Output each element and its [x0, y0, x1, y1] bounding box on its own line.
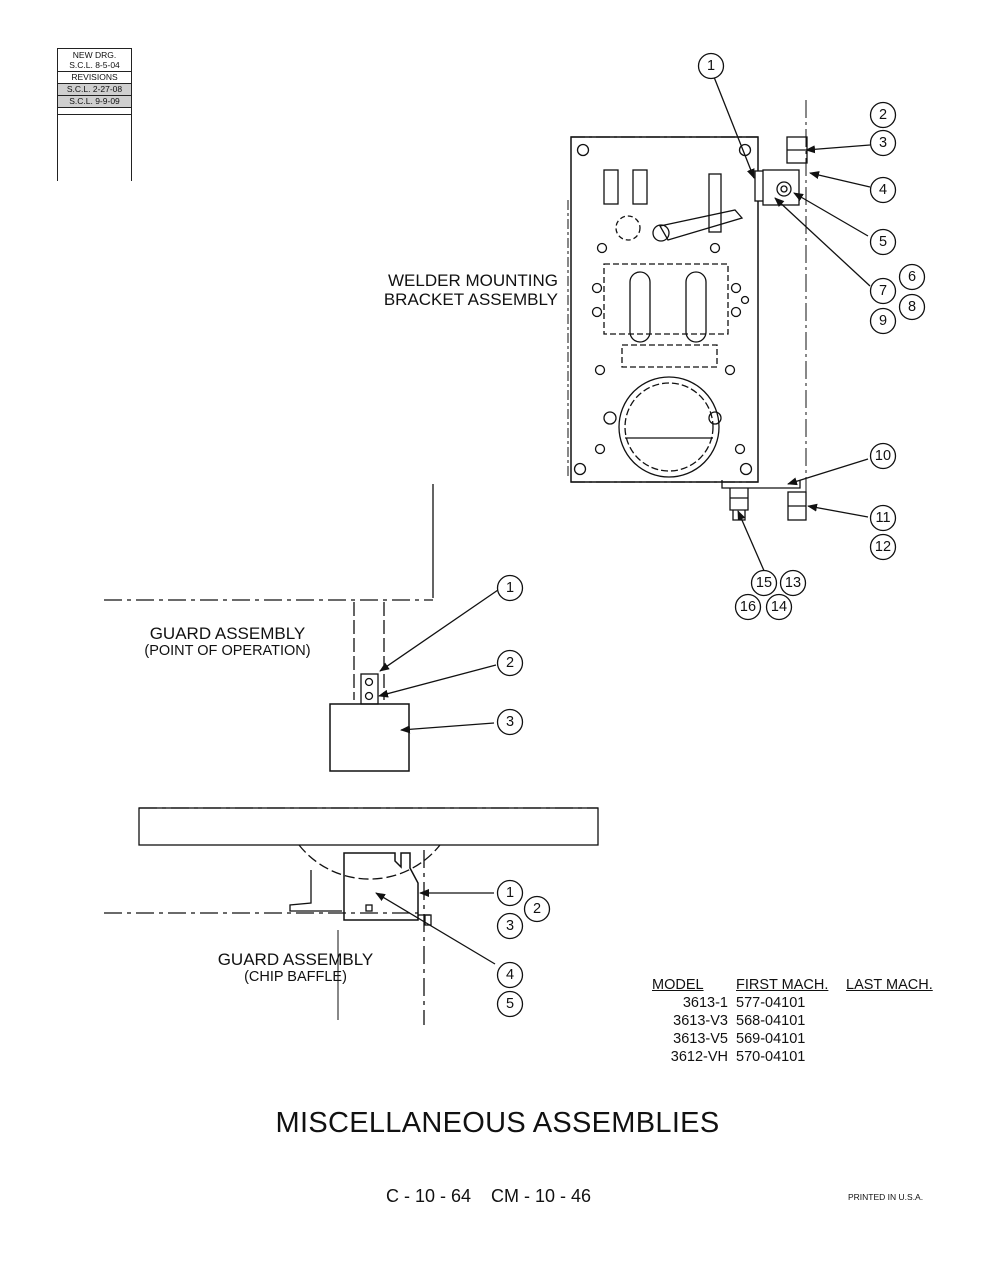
guard-point-label: GUARD ASSEMBLY (POINT OF OPERATION): [120, 624, 335, 659]
callout-numbers: 1 2 3 4 5 6 7 8 9 10 11 12 13 14 15 16 1…: [506, 58, 916, 1012]
model-table-header: MODEL FIRST MACH. LAST MACH.: [652, 976, 966, 994]
guard-chip-label-line1: GUARD ASSEMBLY: [217, 950, 374, 969]
table-row: 3613-1 577-04101: [652, 994, 966, 1012]
callout-guard-point-2: 2: [506, 655, 514, 671]
callout-guard-chip-4: 4: [506, 967, 514, 983]
welder-label-line2: BRACKET ASSEMBLY: [383, 290, 558, 309]
callout-welder-3: 3: [879, 135, 887, 151]
last-mach-cell: [846, 1048, 966, 1066]
revision-spacer: [58, 108, 131, 115]
welder-label-line1: WELDER MOUNTING: [388, 271, 558, 290]
callout-guard-chip-3: 3: [506, 918, 514, 934]
model-cell: 3613-V3: [673, 1013, 728, 1029]
guard-chip-label-line2: (CHIP BAFFLE): [244, 969, 347, 985]
printed-in-usa: PRINTED IN U.S.A.: [848, 1192, 924, 1202]
revisions-label: REVISIONS: [58, 72, 131, 84]
callout-welder-9: 9: [879, 313, 887, 329]
new-drg-label: NEW DRG.: [72, 50, 117, 60]
callout-welder-15: 15: [756, 575, 772, 591]
header-model: MODEL: [652, 977, 704, 993]
first-mach-cell: 569-04101: [736, 1031, 806, 1047]
callout-welder-5: 5: [879, 234, 887, 250]
callout-welder-11: 11: [875, 510, 890, 526]
revision-block: NEW DRG. S.C.L. 8-5-04 REVISIONS S.C.L. …: [57, 48, 132, 181]
new-drawing-cell: NEW DRG. S.C.L. 8-5-04: [58, 49, 131, 72]
callout-welder-13: 13: [785, 575, 801, 591]
first-mach-cell: 577-04101: [736, 995, 806, 1011]
callout-welder-16: 16: [740, 599, 756, 615]
page-numbers: C - 10 - 64 CM - 10 - 46: [386, 1186, 592, 1206]
revision-entry: S.C.L. 9-9-09: [58, 96, 131, 108]
callout-welder-8: 8: [908, 299, 916, 315]
callout-welder-2: 2: [879, 107, 887, 123]
table-row: 3613-V5 569-04101: [652, 1030, 966, 1048]
callout-guard-point-1: 1: [506, 580, 514, 596]
last-mach-cell: [846, 1030, 966, 1048]
guard-point-label-line2: (POINT OF OPERATION): [144, 643, 311, 659]
callout-welder-10: 10: [875, 448, 891, 464]
callout-welder-7: 7: [879, 283, 887, 299]
callout-guard-chip-1: 1: [506, 885, 514, 901]
welder-mounting-label: WELDER MOUNTING BRACKET ASSEMBLY: [330, 271, 558, 309]
guard-point-label-line1: GUARD ASSEMBLY: [149, 624, 306, 643]
model-cell: 3613-1: [682, 995, 728, 1011]
callout-circles: [496, 52, 926, 1018]
model-cell: 3613-V5: [673, 1031, 728, 1047]
guard-chip-label: GUARD ASSEMBLY (CHIP BAFFLE): [188, 950, 403, 985]
guard-point-parts: [104, 484, 499, 772]
page-title: MISCELLANEOUS ASSEMBLIES: [275, 1107, 720, 1139]
model-cell: 3612-VH: [670, 1049, 728, 1065]
callout-welder-1: 1: [707, 58, 715, 74]
welder-leaders: [713, 76, 871, 574]
model-table: MODEL FIRST MACH. LAST MACH. 3613-1 577-…: [652, 976, 966, 1066]
first-mach-cell: 570-04101: [736, 1049, 806, 1065]
new-drg-date: S.C.L. 8-5-04: [69, 60, 120, 70]
first-mach-cell: 568-04101: [736, 1013, 806, 1029]
callout-guard-chip-2: 2: [533, 901, 541, 917]
callout-welder-12: 12: [875, 539, 891, 555]
header-last-mach: LAST MACH.: [846, 977, 933, 993]
callout-welder-4: 4: [879, 182, 887, 198]
callout-welder-6: 6: [908, 269, 916, 285]
callout-welder-14: 14: [771, 599, 787, 615]
table-row: 3612-VH 570-04101: [652, 1048, 966, 1066]
header-first-mach: FIRST MACH.: [736, 977, 829, 993]
welder-plate: [567, 100, 808, 521]
revision-entry: S.C.L. 2-27-08: [58, 84, 131, 96]
table-row: 3613-V3 568-04101: [652, 1012, 966, 1030]
guard-chip-parts: [104, 807, 599, 1025]
callout-guard-chip-5: 5: [506, 996, 514, 1012]
last-mach-cell: [846, 994, 966, 1012]
callout-guard-point-3: 3: [506, 714, 514, 730]
last-mach-cell: [846, 1012, 966, 1030]
